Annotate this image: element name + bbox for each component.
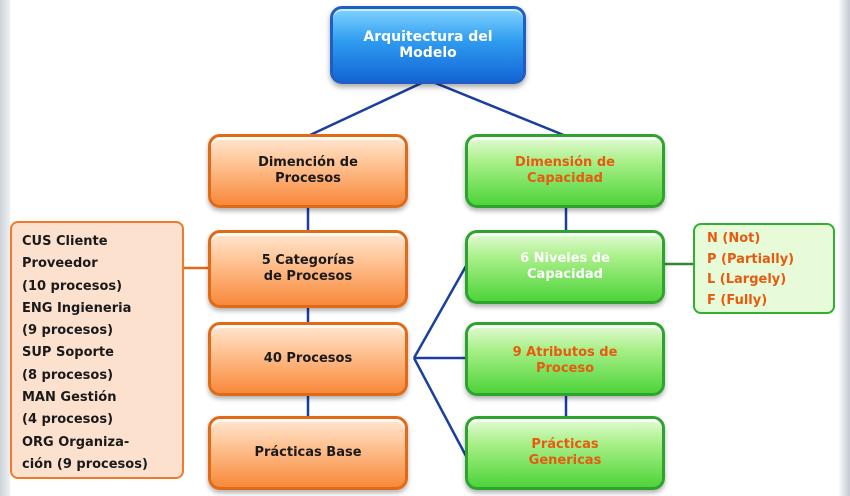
node-base-practices-label: Prácticas Base (254, 445, 362, 460)
connector-fan-levels (412, 265, 468, 359)
category-line: (8 procesos) (22, 367, 114, 383)
connector-root-right (427, 78, 567, 138)
node-capability-dimension: Dimensión de Capacidad (465, 134, 665, 208)
category-line: CUS Cliente (22, 234, 108, 249)
node-capability-levels: 6 Niveles de Capacidad (465, 230, 665, 304)
node-processes-label: 40 Procesos (263, 351, 353, 366)
node-generic-practices-label: Prácticas Genericas (528, 437, 602, 468)
category-line: ción (9 procesos) (22, 456, 148, 472)
node-capability-levels-label: 6 Niveles de Capacidad (520, 251, 610, 282)
category-line: (4 procesos) (22, 412, 114, 428)
node-process-categories: 5 Categorías de Procesos (208, 230, 408, 308)
node-base-practices: Prácticas Base (208, 416, 408, 490)
category-line: SUP Soporte (22, 345, 114, 361)
category-line: (9 procesos) (22, 323, 114, 339)
connector-root-left (307, 78, 429, 138)
node-process-attributes-label: 9 Atributos de Proceso (512, 345, 618, 376)
left-frame-edge (0, 0, 10, 496)
node-capability-dimension-label: Dimensión de Capacidad (515, 155, 615, 186)
node-process-dimension: Dimención de Procesos (208, 134, 408, 208)
connector-fan-practices (412, 357, 468, 457)
root-node-label: Arquitectura del Modelo (363, 29, 493, 61)
capability-levels-panel: N (Not) P (Partially) L (Largely) F (Ful… (693, 223, 835, 314)
category-line: MAN Gestión (22, 390, 117, 406)
root-node-architecture: Arquitectura del Modelo (330, 6, 526, 84)
node-process-dimension-label: Dimención de Procesos (258, 155, 358, 186)
node-generic-practices: Prácticas Genericas (465, 416, 665, 490)
category-line: Proveedor (22, 256, 98, 272)
category-line: ENG Ingieneria (22, 300, 132, 316)
level-line: F (Fully) (707, 292, 768, 308)
category-line: (10 procesos) (22, 278, 123, 294)
right-frame-edge (838, 0, 850, 496)
process-categories-panel: CUS Cliente Proveedor (10 procesos) ENG … (10, 221, 184, 479)
category-line: ORG Organiza- (22, 434, 130, 450)
level-line: P (Partially) (707, 251, 795, 267)
level-line: L (Largely) (707, 272, 787, 287)
level-line: N (Not) (707, 231, 761, 246)
node-process-attributes: 9 Atributos de Proceso (465, 322, 665, 396)
node-process-categories-label: 5 Categorías de Procesos (261, 253, 355, 284)
node-processes: 40 Procesos (208, 322, 408, 396)
